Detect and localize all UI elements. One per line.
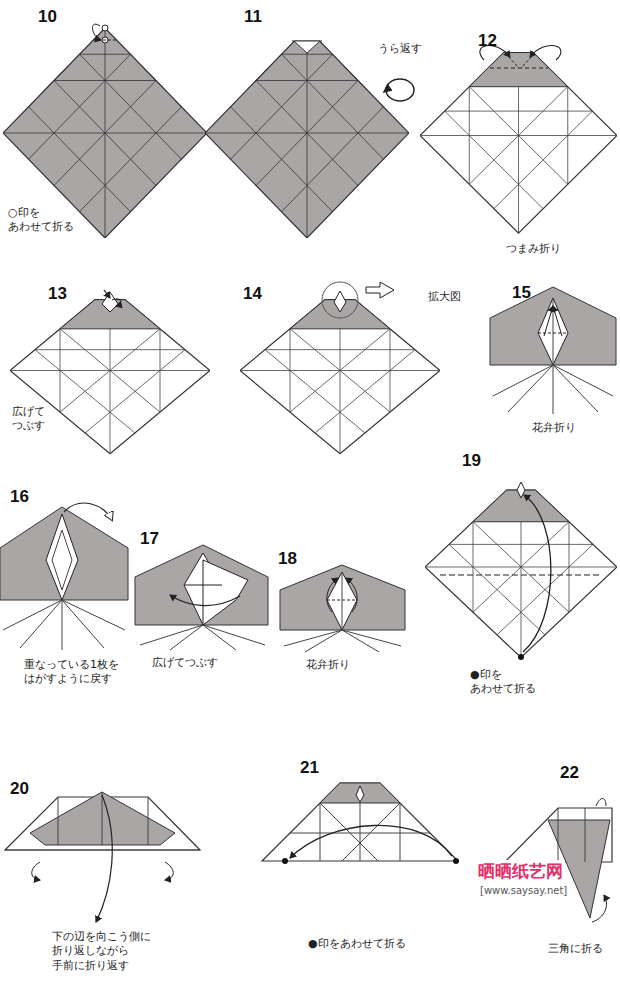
- step-number: 11: [244, 6, 262, 28]
- instruction-note: 三角に折る: [548, 942, 603, 956]
- watermark-url: [www.saysay.net]: [478, 884, 569, 897]
- step-number: 18: [278, 548, 297, 570]
- step-number: 17: [140, 528, 159, 550]
- step-21-figure: [262, 783, 459, 864]
- instruction-note: 花弁折り: [306, 658, 350, 672]
- instruction-note: つまみ折り: [506, 242, 561, 256]
- step-number: 12: [478, 30, 497, 52]
- step-12-figure: [420, 45, 617, 233]
- step-13-figure: [10, 290, 210, 454]
- instruction-note: ●印を あわせて折る: [470, 668, 543, 697]
- step-number: 15: [512, 282, 531, 304]
- step-number: 19: [462, 450, 481, 472]
- step-17-figure: [135, 545, 268, 650]
- instruction-note: 拡大図: [428, 290, 461, 304]
- turn-over-symbol: [384, 79, 414, 101]
- step-15-figure: [490, 287, 616, 414]
- watermark: 晒晒纸艺网: [476, 860, 565, 882]
- instruction-note: 下の辺を向こう側に 折り返しながら 手前に折り返す: [52, 930, 158, 973]
- step-number: 14: [243, 283, 262, 305]
- instruction-note: うら返す: [378, 42, 422, 56]
- instruction-note: ○印を あわせて折る: [8, 206, 81, 235]
- instruction-note: 花弁折り: [532, 421, 576, 435]
- step-19-figure: [425, 482, 617, 660]
- instruction-note: 重なっている1枚を はがすように戻す: [24, 658, 130, 687]
- step-11-figure: [205, 24, 409, 238]
- instruction-note: ●印をあわせて折る: [308, 937, 406, 951]
- step-number: 13: [48, 283, 67, 305]
- step-16-figure: [0, 503, 128, 650]
- step-18-figure: [280, 565, 405, 652]
- step-14-figure: [240, 282, 440, 454]
- instruction-note: 広げてつぶす: [152, 656, 218, 670]
- step-number: 16: [10, 486, 29, 508]
- step-number: 20: [10, 778, 29, 800]
- step-number: 22: [560, 762, 579, 784]
- step-number: 21: [300, 757, 319, 779]
- step-number: 10: [38, 6, 57, 28]
- step-20-figure: [5, 792, 200, 922]
- instruction-note: 広げて つぶす: [12, 405, 52, 434]
- step-10-figure: [3, 24, 207, 238]
